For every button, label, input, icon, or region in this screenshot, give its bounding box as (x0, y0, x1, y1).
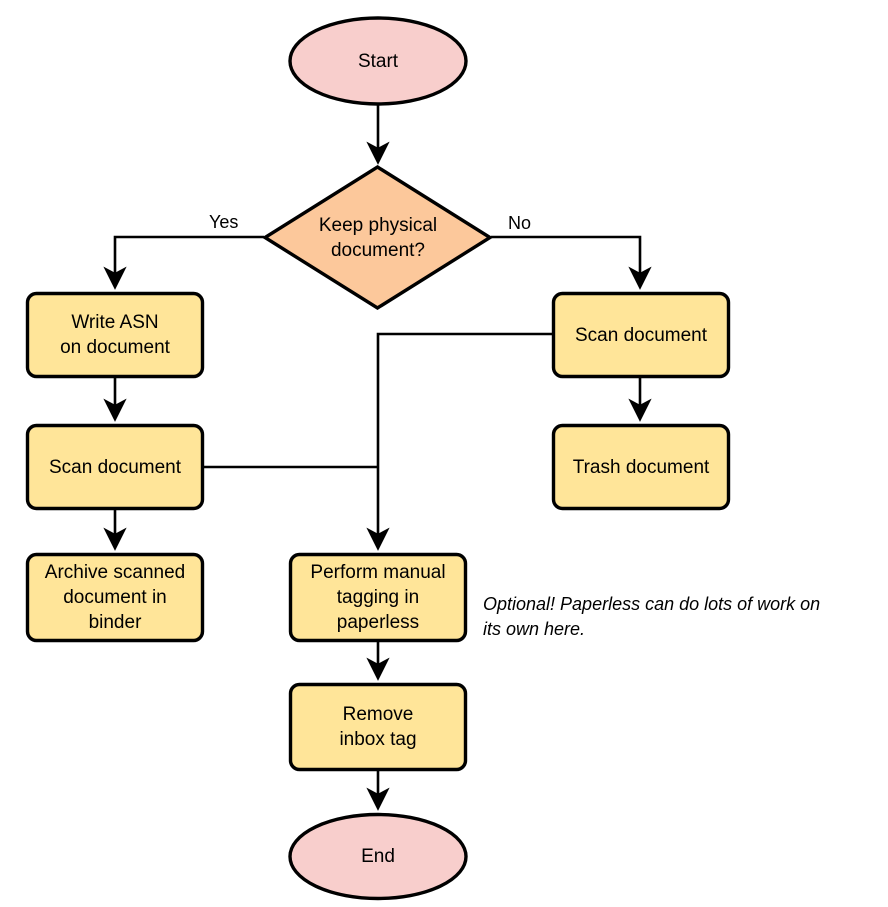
node-archive-binder[interactable] (25, 552, 205, 643)
node-end[interactable] (288, 812, 468, 901)
edge-scan-right-to-manual-tagging (366, 332, 552, 551)
node-start[interactable] (288, 16, 468, 106)
node-trash-document[interactable] (551, 423, 731, 511)
node-write-asn[interactable] (25, 291, 205, 379)
edge-decision-no-to-scan-right (491, 235, 652, 290)
optional-note-text: Optional! Paperless can do lots of work … (483, 594, 821, 639)
node-keep-physical-document[interactable] (261, 164, 494, 311)
edge-decision-yes-to-write-asn (103, 235, 264, 290)
node-scan-document-right[interactable] (551, 291, 731, 379)
edge-label-no: No (508, 213, 532, 233)
node-scan-document-left[interactable] (25, 423, 205, 511)
edge-label-yes: Yes (209, 212, 239, 232)
node-remove-inbox-tag[interactable] (288, 682, 468, 772)
node-manual-tagging[interactable] (288, 552, 468, 643)
